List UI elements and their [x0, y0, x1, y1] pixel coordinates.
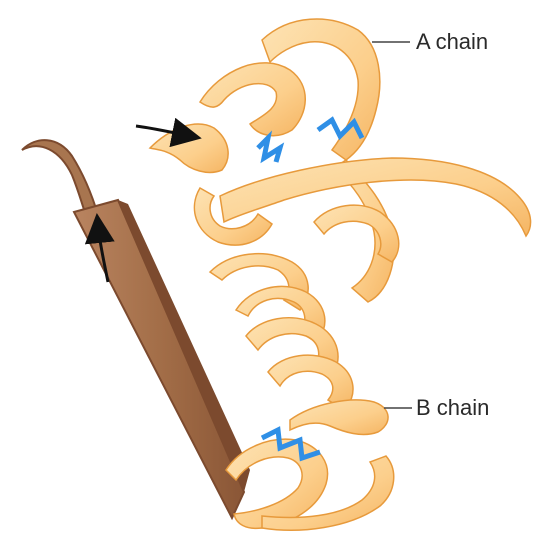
a-chain-label: A chain: [416, 29, 488, 55]
a-chain-ribbon: [150, 19, 531, 342]
b-chain-ribbon: [226, 318, 394, 530]
beta-strand: [22, 140, 250, 518]
beta-strand-body: [74, 200, 244, 518]
b-chain-label: B chain: [416, 395, 489, 421]
disulfide-bond-intra-a: [258, 138, 280, 162]
beta-strand-tail: [22, 140, 98, 215]
